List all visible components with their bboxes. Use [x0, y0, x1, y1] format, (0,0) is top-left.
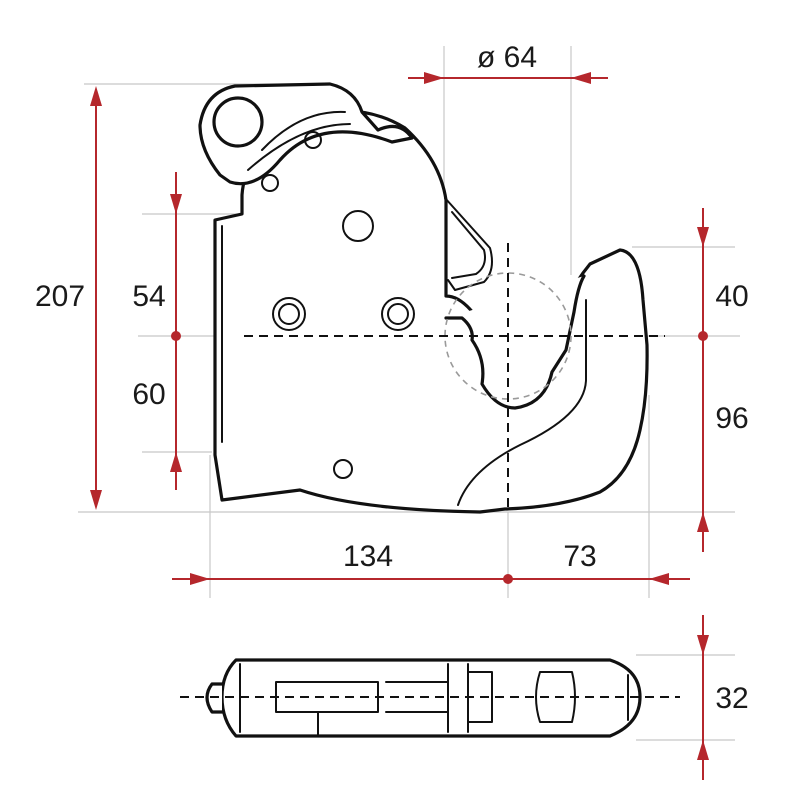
label-hook-lower: 96 [715, 402, 748, 435]
dimension-labels: ø 64 207 54 60 40 96 134 73 32 [35, 41, 749, 715]
label-diameter: ø 64 [477, 41, 537, 74]
label-hook-upper: 40 [715, 280, 748, 313]
coupling-ball-outline [444, 272, 572, 400]
pivot-pin [342, 210, 374, 242]
spring-pin-right [381, 297, 415, 331]
label-lower-pin-offset: 60 [132, 378, 165, 411]
label-thickness: 32 [715, 682, 748, 715]
top-view-body [220, 658, 642, 738]
rivet-1 [304, 131, 322, 149]
spring-pin-left [272, 297, 306, 331]
lever-ring [212, 96, 264, 148]
label-overall-height: 207 [35, 280, 85, 313]
hook-inner-curve [457, 299, 587, 506]
latch-tongue [444, 197, 493, 291]
hook-top-view [180, 658, 680, 738]
label-upper-pin-offset: 54 [132, 280, 165, 313]
rivet-3 [333, 459, 353, 479]
label-length-to-center: 134 [343, 540, 393, 573]
label-center-to-tip: 73 [563, 540, 596, 573]
hook-side-view [198, 82, 665, 514]
rivet-2 [261, 174, 279, 192]
dimension-lines [90, 72, 709, 780]
